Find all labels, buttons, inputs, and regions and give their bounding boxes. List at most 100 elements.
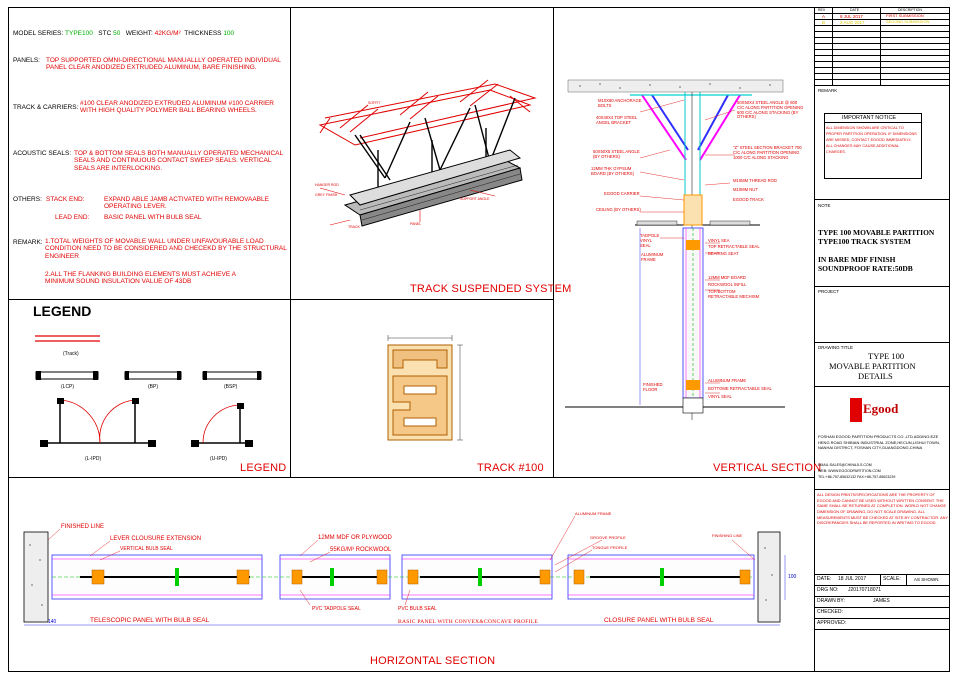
h-callout-12: TELESCOPIC PANEL WITH BULB SEAL [90, 617, 210, 624]
scale-value: AS SHOWN [914, 577, 939, 582]
v-callout-19: TOP/BOTTOM RETRACTABLE MECHISM [708, 289, 760, 299]
model-series-label: MODEL SERIES: [13, 30, 64, 37]
thickness-label: THICKNESS [184, 30, 222, 37]
h-callout-13: BASIC PANEL WITH CONVEX&CONCAVE PROFILE [398, 619, 539, 625]
legend-lcp-label: (LCP) [61, 384, 75, 390]
remark-label: REMARK: [13, 239, 43, 246]
drawing-title-line-1: TYPE 100 [868, 351, 905, 361]
v-callout-5: 12MM THK GYPSUM BOARD (BY OTHERS) [591, 166, 634, 176]
rev-row-a-rev: A [822, 14, 826, 19]
v-callout-7: EGOOD CARRIER [604, 191, 640, 196]
h-callout-14: CLOSURE PANEL WITH BULB SEAL [604, 617, 714, 624]
h-callout-1: FINISHED LINE [61, 524, 105, 530]
v-callout-3: 50X50X4 STEEL ANGLE @ 600 C/C ALONG PART… [737, 100, 804, 120]
note-heading: NOTE [818, 203, 831, 208]
h-dim-100: 100 [788, 574, 797, 580]
stc-value: 50 [113, 30, 121, 37]
egood-logo-text: Egood [863, 401, 899, 416]
lead-end-text: BASIC PANEL WITH BULB SEAL [104, 214, 202, 221]
remark-heading: REMARK [818, 88, 838, 93]
vertical-section-title: VERTICAL SECTION [713, 462, 822, 474]
stc-label: STC [98, 30, 112, 37]
divider-v1 [290, 7, 291, 477]
h-callout-3: VERTICAL BULB SEAL [120, 546, 173, 552]
drawing-title-line-2: MOVABLE PARTITION [829, 361, 916, 371]
v-callout-11: EGOOD TRACK [733, 197, 764, 202]
others-label: OTHERS: [13, 196, 42, 203]
important-notice-text: ALL DIMENSION SHOWN ARE CRITICAL TO PROP… [826, 126, 917, 154]
checked-label: CHECKED: [817, 609, 843, 615]
model-series-value: TYPE100 [65, 30, 93, 37]
legend-caption: LEGEND [240, 462, 287, 474]
v-callout-23: VINYL SEAL [708, 394, 732, 399]
thickness-value: 100 [223, 30, 235, 37]
drawn-by-value: JAMES [873, 598, 890, 604]
important-notice-box [824, 113, 922, 179]
panels-text: TOP SUPPORTED OMNI-DIRECTIONAL MANUALLLY… [46, 57, 281, 72]
track-callout-6: SOFFIT [368, 101, 381, 105]
v-callout-8: M10MM THREAD ROD [733, 178, 777, 183]
v-callout-13: VINYL SEA [708, 238, 730, 243]
rev-row-b-desc: SECOND SUBMISSION [886, 19, 930, 24]
legend-bp-label: (BP) [148, 384, 158, 390]
track-suspended-title: TRACK SUSPENDED SYSTEM [410, 283, 572, 295]
drg-label: DRG NO: [817, 587, 839, 593]
v-callout-14: TOP RETRACTABLE SEAL [708, 244, 760, 249]
track-callout-1: HANGER ROD [315, 183, 339, 187]
h-callout-8: TONGUE PROFILE [592, 545, 628, 550]
divider-v2 [553, 7, 554, 477]
h-callout-10: PVC TADPOLE SEAL [312, 606, 361, 612]
v-callout-4: 50X50X5 STEEL ANGLE (BY OTHERS) [593, 149, 640, 159]
legend-track-label: (Track) [63, 351, 79, 357]
panels-label: PANELS: [13, 57, 40, 64]
track100-title: TRACK #100 [477, 462, 544, 474]
company-web: WEB: WWW.EGOODPARTITION.COM [818, 469, 881, 473]
stack-end-label: STACK END: [46, 196, 85, 203]
h-callout-11: PVC BULB SEAL [398, 606, 437, 612]
company-email: EMAIL:SALES@CHINAJLS.COM [818, 463, 872, 467]
legend-lpd-label: (L-IPD) [85, 456, 102, 462]
rev-row-b-date: 3 AUG 2017 [840, 20, 865, 25]
project-heading: PROJECT [818, 289, 840, 294]
drawing-title-heading: DRAWING TITLE [818, 345, 854, 350]
note-line-4: SOUNDPROOF RATE:50DB [818, 264, 913, 273]
v-callout-2: 40X40X4 TOP STEEL ANGEL BRACKET [596, 115, 638, 125]
copyright-notice: ALL DESIGN PRINTS/SPECIFICATIONS ARE THE… [817, 492, 949, 526]
v-callout-21: ALUMINUM FRAME [708, 378, 747, 383]
acoustic-text: TOP & BOTTOM SEALS BOTH MANUALLY OPERATE… [74, 150, 283, 172]
rev-col-date: DATE [850, 8, 860, 12]
approved-label: APPROVED: [817, 620, 847, 626]
track-callout-4: PANEL [410, 222, 422, 226]
rev-row-a-date: 8 JUL 2017 [840, 14, 863, 19]
v-callout-12: TADPOLE VINYL SEAL [640, 233, 660, 248]
egood-logo-mark [850, 398, 862, 422]
note-line-2: TYPE100 TRACK SYSTEM [818, 237, 911, 246]
note-line-3: IN BARE MDF FINISH [818, 255, 896, 264]
date-value: 18 JUL 2017 [838, 576, 867, 582]
v-callout-22: BOTTOME RETRACTABLE SEAL [708, 386, 772, 391]
rev-col-desc: DESCRIPTION [898, 8, 922, 12]
acoustic-label: ACOUSTIC SEALS: [13, 150, 72, 157]
important-notice-title: IMPORTANT NOTICE [842, 115, 897, 121]
rev-col-rev: REV [818, 8, 826, 12]
v-callout-16: ALUMINUM FRAME [641, 252, 664, 262]
stack-end-text: EXPAND ABLE JAMB ACTIVATED WITH REMOVAAB… [104, 196, 269, 211]
weight-label: WEIGHT: [125, 30, 153, 37]
track-label: TRACK & CARRIERS: [13, 104, 79, 111]
track-text: #100 CLEAR ANODIZED EXTRUDED ALUMINUM #1… [80, 100, 274, 115]
v-callout-20: FINISHED FLOOR [643, 382, 663, 392]
v-callout-10: CEILING (BY OTHERS) [596, 207, 641, 212]
h-dim-140: 140 [48, 619, 57, 625]
note-line-1: TYPE 100 MOVABLE PARTITION [818, 228, 935, 237]
track-callout-3: TRACK [348, 225, 360, 229]
h-callout-5: 55KG/M³ ROCKWOOL [330, 547, 392, 553]
legend-upd-label: (U-IPD) [210, 456, 227, 462]
h-callout-6: ALUMINUM FRAME [575, 511, 612, 516]
company-tel: TEL:+86-757-85632132 FAX:+86-757-8562323… [818, 475, 896, 479]
v-callout-9: M10MM NUT [733, 187, 758, 192]
h-callout-4: 12MM MDF OR PLYWOOD [318, 535, 392, 541]
drg-value: J20170718071 [848, 587, 882, 593]
remark-2: 2.ALL THE FLANKING BUILDING ELEMENTS MUS… [45, 271, 236, 286]
legend-bsp-label: (BSP) [224, 384, 238, 390]
track-callout-2: GREY FINISH [315, 193, 338, 197]
